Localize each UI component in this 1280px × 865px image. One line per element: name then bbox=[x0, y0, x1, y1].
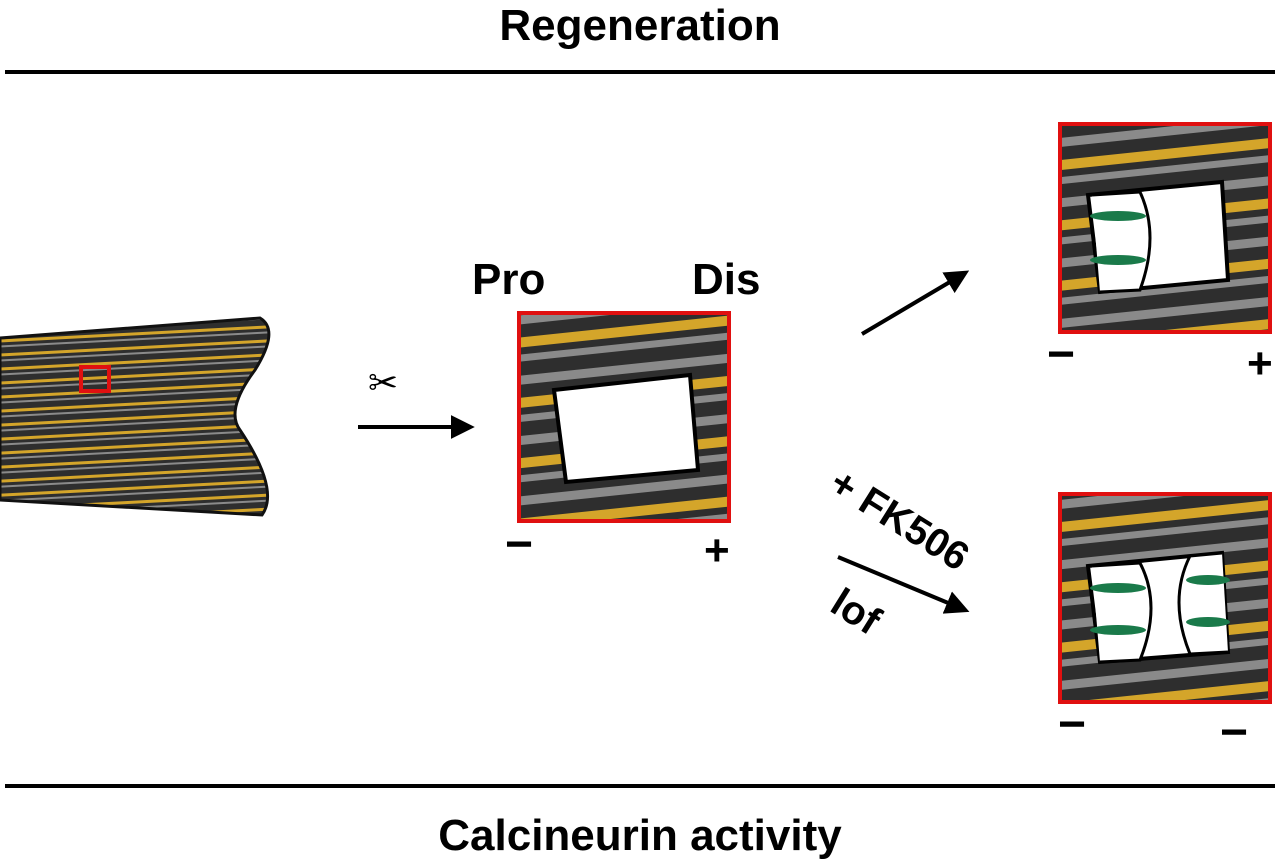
footer-title: Calcineurin activity bbox=[438, 811, 842, 860]
zebrafish-fin bbox=[0, 316, 271, 517]
wound-distal-sign: + bbox=[704, 526, 730, 575]
fk506-distal-sign: − bbox=[1220, 706, 1248, 759]
fin-region-marker bbox=[79, 365, 111, 393]
lof-label: lof bbox=[823, 580, 888, 644]
normal-proximal-sign: − bbox=[1047, 328, 1075, 381]
wound-panel-frame bbox=[517, 311, 731, 523]
osteoblast-cluster bbox=[1090, 211, 1146, 221]
osteoblast-cluster bbox=[1186, 617, 1230, 627]
wound-proximal-sign: − bbox=[505, 518, 533, 571]
distal-label: Dis bbox=[692, 255, 760, 304]
osteoblast-cluster bbox=[1090, 583, 1146, 593]
fk506-regeneration-frame bbox=[1058, 492, 1272, 704]
normal-regeneration-frame bbox=[1058, 122, 1272, 334]
normal-distal-sign: + bbox=[1247, 339, 1273, 388]
proximal-label: Pro bbox=[472, 255, 545, 304]
regeneration-arrow bbox=[860, 270, 970, 336]
osteoblast-cluster bbox=[1090, 625, 1146, 635]
treatment-arrow bbox=[837, 555, 970, 614]
osteoblast-cluster bbox=[1090, 255, 1146, 265]
fk506-proximal-sign: − bbox=[1058, 698, 1086, 751]
normal-regeneration-panel bbox=[1060, 124, 1270, 332]
header-title: Regeneration bbox=[499, 1, 780, 50]
fk506-regeneration-panel bbox=[1060, 494, 1270, 702]
scissors-icon: ✂ bbox=[368, 363, 398, 404]
wound-panel bbox=[519, 313, 729, 521]
osteoblast-cluster bbox=[1186, 575, 1230, 585]
